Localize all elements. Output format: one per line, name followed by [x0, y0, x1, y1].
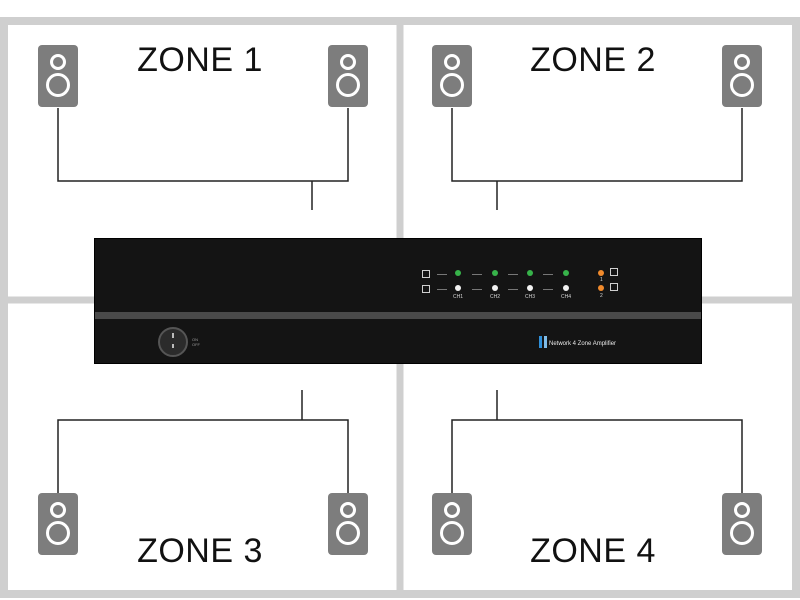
ch3-label: CH3: [524, 294, 535, 300]
speaker-indicator-icon: [610, 268, 618, 276]
zone-3-label: ZONE 3: [137, 532, 263, 570]
zone1-speaker-wire: [57, 108, 349, 182]
power-knob-icon[interactable]: [158, 327, 188, 357]
speaker-icon: [38, 493, 78, 555]
zone2-speaker-wire: [451, 108, 743, 182]
amplifier-logo-icon: [539, 336, 542, 348]
amplifier-unit: CH1 CH2 CH3 CH4 1 2 ON OFF: [94, 238, 702, 364]
ch1-status-led: [455, 285, 461, 291]
speaker-icon: [328, 493, 368, 555]
zone-4-label: ZONE 4: [530, 532, 656, 570]
divider: [543, 289, 553, 290]
divider: [472, 274, 482, 275]
speaker-icon: [722, 493, 762, 555]
divider: [472, 289, 482, 290]
speaker-indicator-icon: [610, 283, 618, 291]
power-off-mark: [172, 344, 174, 348]
ch2-label: CH2: [489, 294, 500, 300]
ch4-signal-led: [563, 270, 569, 276]
amplifier-trim-stripe: [95, 312, 701, 319]
power-off-text: OFF: [192, 342, 200, 347]
zone1-indicator-label: 1: [600, 277, 603, 283]
ch1-label: CH1: [452, 294, 463, 300]
ch2-status-led: [492, 285, 498, 291]
input-select-icon: [422, 285, 430, 293]
ch3-status-led: [527, 285, 533, 291]
zone3-speaker-wire: [57, 419, 349, 493]
speaker-icon: [432, 45, 472, 107]
zone-1-label: ZONE 1: [137, 41, 263, 79]
zone4-speaker-wire: [451, 419, 743, 493]
divider: [543, 274, 553, 275]
zone2-indicator-led: [598, 285, 604, 291]
divider: [437, 289, 447, 290]
zone2-indicator-label: 2: [600, 293, 603, 299]
divider: [508, 274, 518, 275]
ch1-signal-led: [455, 270, 461, 276]
power-on-mark: [172, 333, 174, 338]
speaker-icon: [432, 493, 472, 555]
speaker-icon: [722, 45, 762, 107]
zone1-indicator-led: [598, 270, 604, 276]
speaker-icon: [38, 45, 78, 107]
amplifier-model-text: Network 4 Zone Amplifier: [549, 341, 617, 347]
zone-2-label: ZONE 2: [530, 41, 656, 79]
play-icon: [422, 270, 430, 278]
power-on-text: ON: [192, 337, 198, 342]
divider: [437, 274, 447, 275]
amplifier-logo-icon: [544, 336, 547, 348]
ch2-signal-led: [492, 270, 498, 276]
speaker-icon: [328, 45, 368, 107]
ch3-signal-led: [527, 270, 533, 276]
ch4-status-led: [563, 285, 569, 291]
ch4-label: CH4: [560, 294, 571, 300]
divider: [508, 289, 518, 290]
